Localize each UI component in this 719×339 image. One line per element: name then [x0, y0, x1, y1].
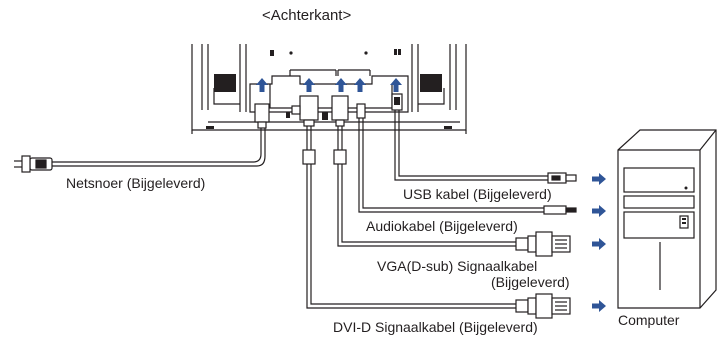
- vga-ferrite-core: [333, 149, 347, 165]
- right-speaker-icon: [420, 74, 442, 92]
- dvi-port-arrow-icon: [303, 78, 315, 92]
- vga-plug-end: [515, 231, 571, 257]
- usb-plug-end: [547, 172, 577, 184]
- power-plug-wall-end: [14, 155, 53, 173]
- usb-arrow-icon: [592, 173, 606, 185]
- usb-cable-label: USB kabel (Bijgeleverd): [403, 186, 552, 202]
- computer-tower-icon: [617, 129, 717, 309]
- audio-port-arrow-icon: [354, 78, 366, 92]
- diagram-title: <Achterkant>: [262, 7, 352, 24]
- dvi-cable-label: DVI-D Signaalkabel (Bijgeleverd): [333, 319, 538, 335]
- audio-arrow-icon: [592, 205, 606, 217]
- dvi-plug: [299, 95, 319, 121]
- left-speaker-icon: [214, 74, 236, 92]
- vga-plug: [331, 95, 349, 121]
- computer-label: Computer: [618, 312, 680, 328]
- audio-cable-label: Audiokabel (Bijgeleverd): [366, 218, 518, 234]
- power-cable-label: Netsnoer (Bijgeleverd): [66, 175, 206, 191]
- power-port-arrow-icon: [256, 78, 268, 92]
- power-plug: [254, 103, 270, 123]
- dvi-ferrite-core: [302, 149, 316, 165]
- dvi-arrow-icon: [592, 300, 606, 312]
- vga-cable-label: VGA(D-sub) Signaalkabel: [377, 258, 538, 274]
- audio-plug: [356, 103, 366, 119]
- dvi-plug-end: [515, 293, 571, 319]
- vga-arrow-icon: [592, 238, 606, 250]
- vga-cable-label-supplied: (Bijgeleverd): [491, 274, 570, 290]
- audio-plug-end: [543, 205, 577, 215]
- vga-port-arrow-icon: [335, 78, 347, 92]
